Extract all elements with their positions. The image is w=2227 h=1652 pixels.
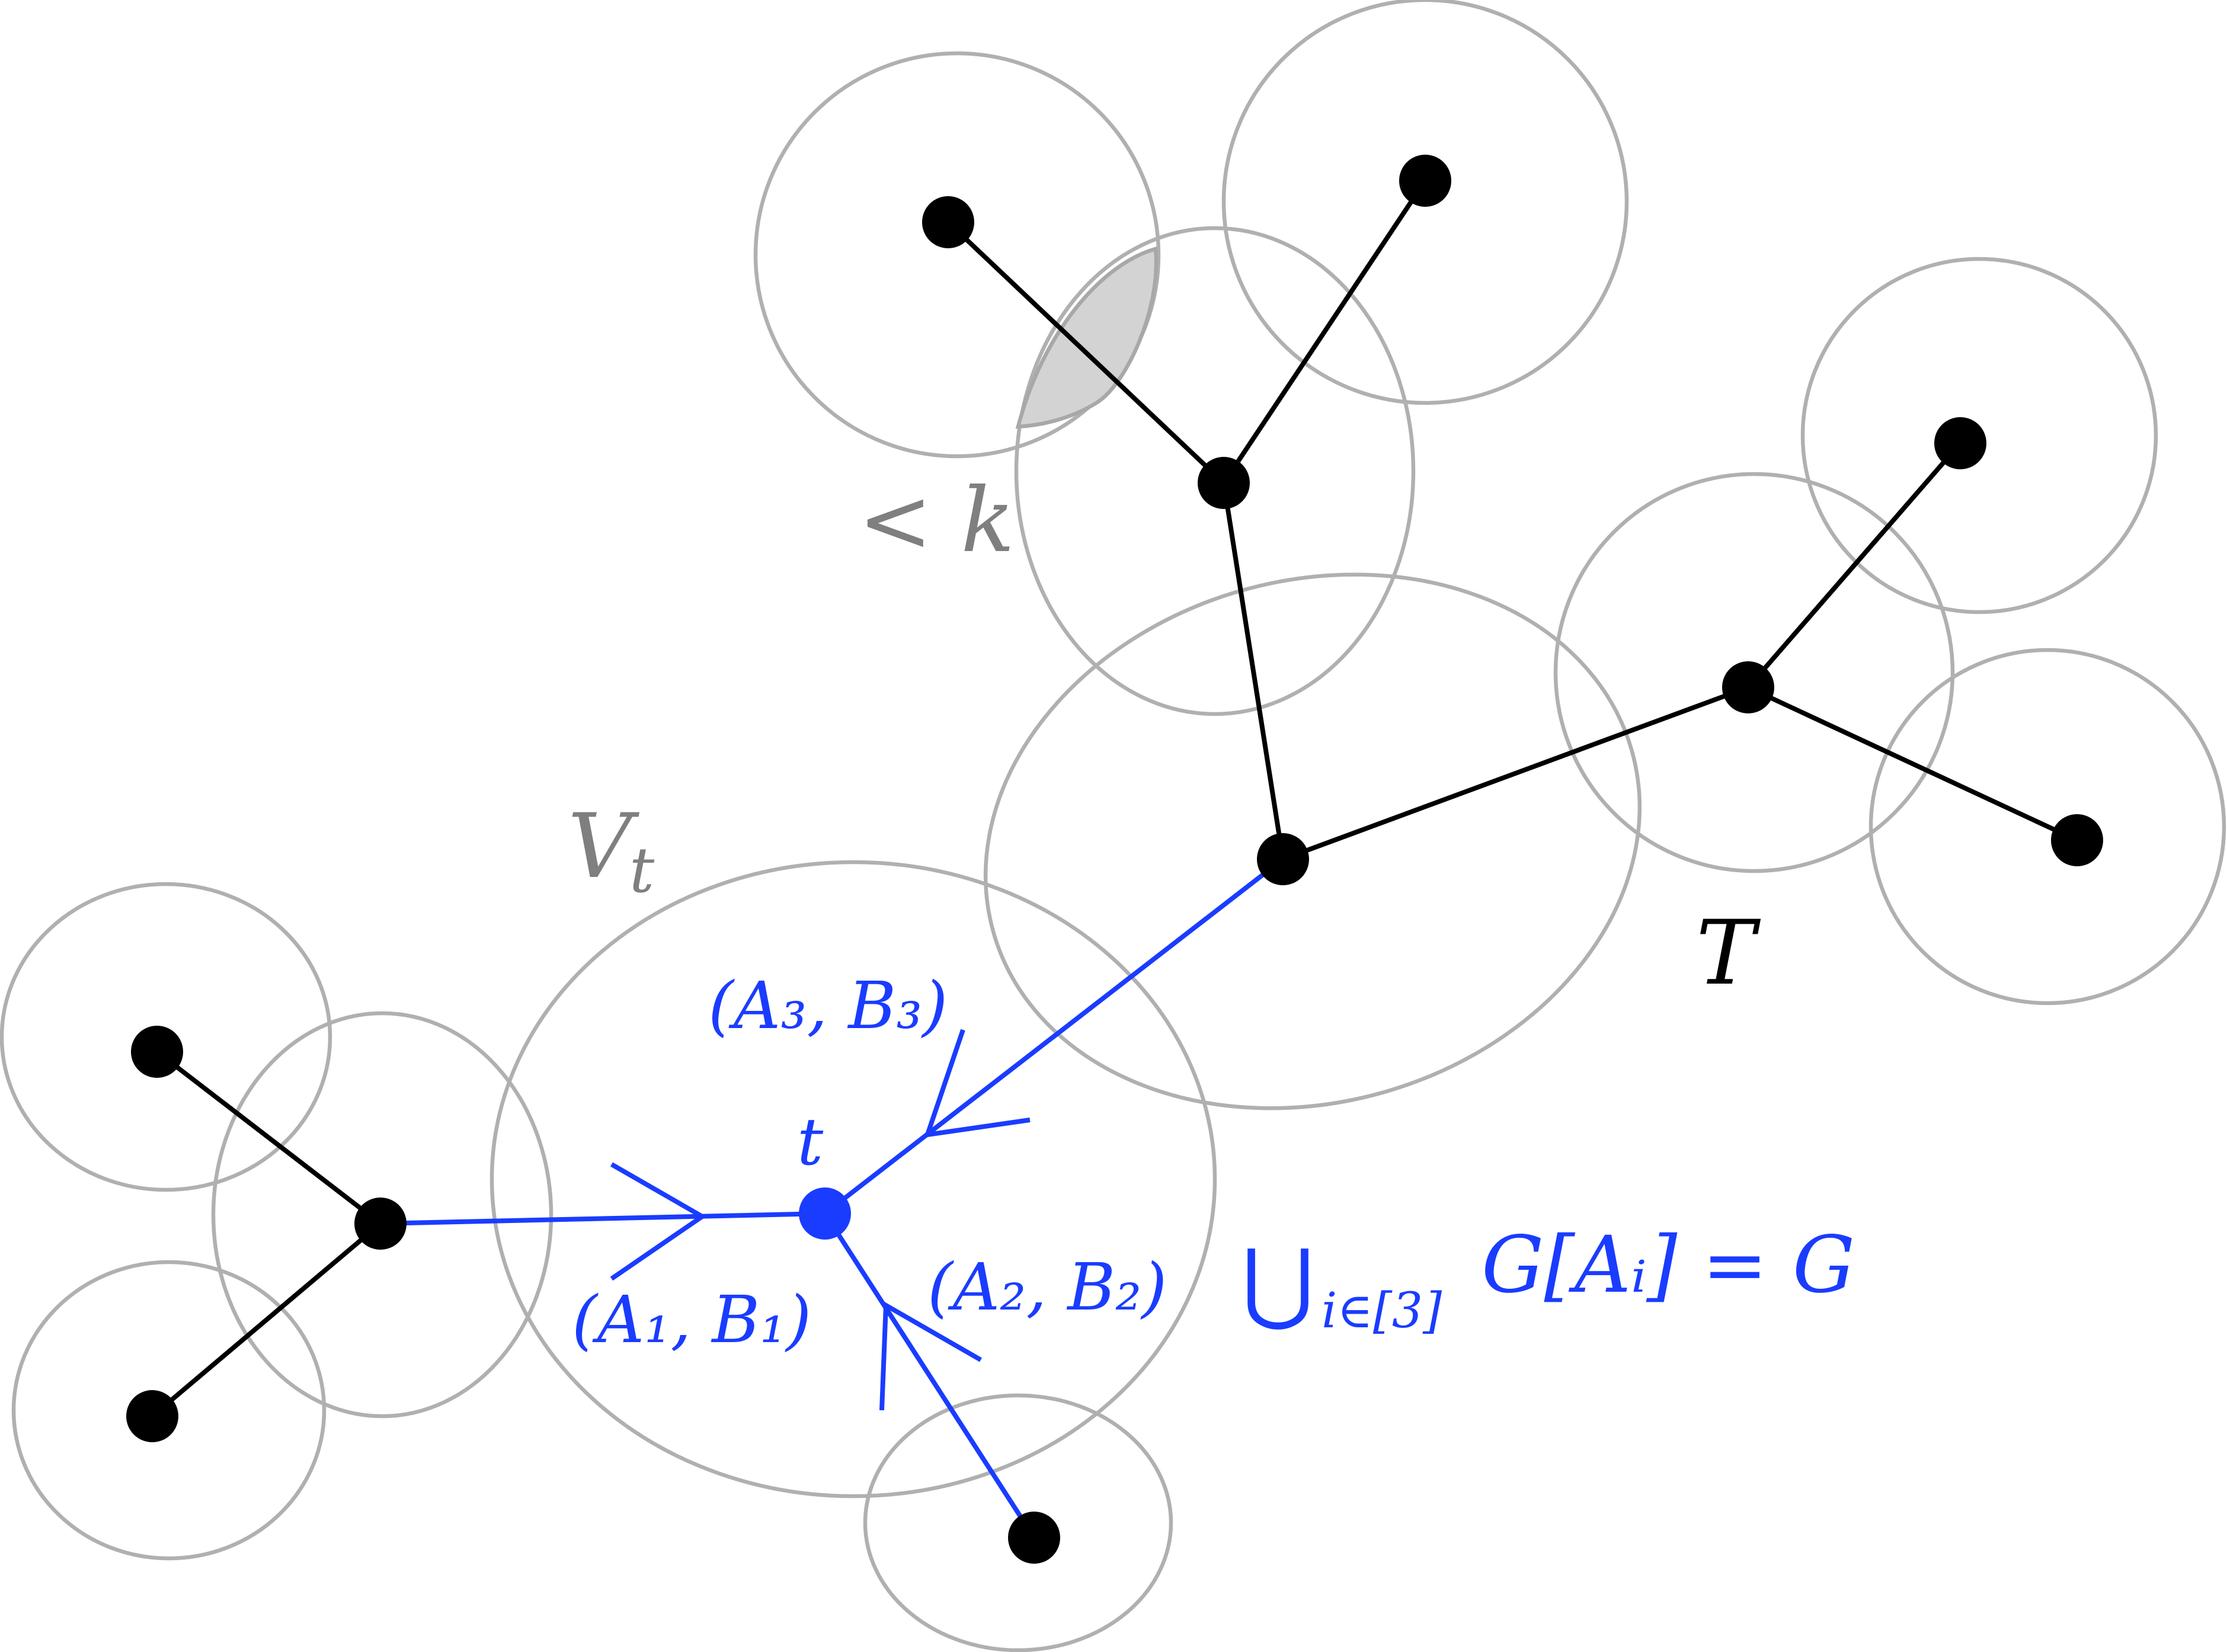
- edge-highlighted: [380, 1211, 825, 1226]
- edge: [155, 1049, 382, 1226]
- tree-node: [131, 1026, 183, 1078]
- bag-top-left: [753, 51, 1161, 459]
- separation-mark-2: [879, 1301, 982, 1411]
- label-node-t: t: [797, 1104, 824, 1180]
- tree-node: [1399, 155, 1451, 207]
- tree-node: [922, 196, 974, 248]
- tree-edges: [151, 179, 2078, 1539]
- tree-node: [1008, 1512, 1060, 1564]
- bag-left-top: [0, 882, 332, 1192]
- tree-node: [1722, 661, 1774, 713]
- label-union-equation: G[Aᵢ] = G: [1482, 1219, 1855, 1311]
- label-union-subscript: i∈[3]: [1322, 1283, 1442, 1339]
- edge-highlighted: [823, 1212, 1036, 1539]
- label-separation-3: (A₃, B₃): [708, 968, 948, 1043]
- edge: [1746, 441, 1963, 689]
- separation-marks: [610, 1029, 1031, 1411]
- edge: [1221, 179, 1428, 485]
- tree-node: [1198, 457, 1250, 509]
- tree-node: [2051, 814, 2103, 866]
- label-vt: V: [568, 795, 640, 898]
- edge: [1747, 685, 2078, 843]
- bag-right-middle: [1553, 472, 1955, 873]
- edge: [1221, 482, 1285, 860]
- tree-node: [354, 1198, 407, 1250]
- bag-vt: [489, 860, 1217, 1499]
- label-tree-t: T: [1696, 902, 1761, 1005]
- bag-left-bottom: [11, 1260, 327, 1561]
- bag-bottom: [863, 1393, 1173, 1652]
- edge: [946, 220, 1226, 485]
- bag-top-right: [1221, 0, 1629, 405]
- label-vt-subscript: t: [629, 834, 655, 907]
- separation-mark-1: [610, 1162, 707, 1281]
- label-less-than-k: < k: [858, 469, 1015, 572]
- label-union-symbol: ⋃: [1242, 1231, 1314, 1334]
- tree-nodes: [126, 155, 2103, 1564]
- bag-left-middle: [211, 1011, 553, 1419]
- label-separation-1: (A₁, B₁): [572, 1282, 811, 1358]
- edge: [1282, 685, 1749, 862]
- tree-node: [126, 1390, 178, 1442]
- edge: [151, 1221, 382, 1419]
- label-separation-2: (A₂, B₂): [927, 1249, 1167, 1325]
- tree-node: [1257, 833, 1309, 885]
- bag-center: [983, 572, 1642, 1110]
- tree-node-t: [799, 1187, 851, 1240]
- separation-mark-3: [924, 1029, 1031, 1138]
- labels: < k V t T t (A₁, B₁) (A₂, B₂) (A₃, B₃) ⋃…: [568, 469, 1855, 1358]
- bag-far-right-bottom: [1868, 648, 2226, 1006]
- overlap-region: [1015, 246, 1159, 429]
- bag-far-right-top: [1800, 257, 2158, 614]
- tree-node: [1934, 417, 1986, 469]
- edge-highlighted: [823, 857, 1285, 1216]
- bag-upper-middle: [1014, 226, 1416, 716]
